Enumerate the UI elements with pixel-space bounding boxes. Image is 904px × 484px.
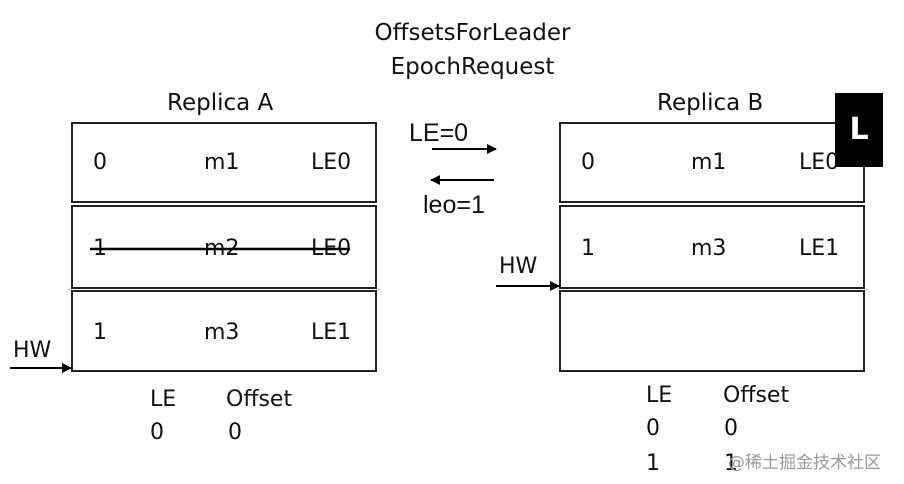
replica-b-row-1-message: m3: [691, 236, 727, 261]
replica-a-row-1: 1 m2 LE0: [71, 205, 377, 289]
replica-a-title: Replica A: [167, 90, 274, 116]
replica-a-row-0-offset: 0: [93, 150, 107, 175]
replica-a-row-0: 0 m1 LE0: [71, 122, 377, 203]
replica-b-row-0-message: m1: [691, 150, 727, 175]
replica-b-title: Replica B: [657, 90, 764, 116]
replica-a-hw-label: HW: [13, 338, 52, 363]
replica-a-cache-header-offset: Offset: [226, 387, 293, 412]
site-watermark: @稀土掘金技术社区: [728, 453, 881, 473]
replica-a-row-0-epoch: LE0: [311, 150, 352, 175]
replica-b-cache-row-1-le: 1: [646, 451, 660, 476]
replica-a-cache-row-0-offset: 0: [228, 420, 242, 445]
replica-b-row-1-offset: 1: [581, 236, 595, 261]
replica-a-cache-row-0-le: 0: [150, 420, 164, 445]
request-title: OffsetsForLeader EpochRequest: [330, 16, 615, 84]
replica-a-cache-header-le: LE: [150, 387, 177, 412]
request-title-line1: OffsetsForLeader: [374, 20, 571, 46]
replica-a-row-2-message: m3: [204, 320, 240, 345]
leo-response-label: leo=1: [423, 191, 485, 219]
replica-b-cache-header-offset: Offset: [723, 383, 790, 408]
replica-a-row-2: 1 m3 LE1: [71, 290, 377, 372]
replica-b-row-1: 1 m3 LE1: [559, 205, 865, 289]
replica-a-row-2-offset: 1: [93, 320, 107, 345]
replica-b-row-0: 0 m1 LE0: [559, 122, 865, 203]
replica-b-row-0-offset: 0: [581, 150, 595, 175]
replica-b-cache-header-le: LE: [646, 383, 673, 408]
replica-b-row-2: [559, 290, 865, 372]
replica-b-cache-row-0-offset: 0: [724, 416, 738, 441]
replica-b-cache-row-0-le: 0: [646, 416, 660, 441]
leader-epoch-request-label: LE=0: [409, 119, 469, 147]
replica-b-row-1-epoch: LE1: [799, 236, 840, 261]
replica-a-row-0-message: m1: [204, 150, 240, 175]
replica-b-row-0-epoch: LE0: [799, 150, 840, 175]
request-title-line2: EpochRequest: [390, 54, 555, 80]
replica-a-row-2-epoch: LE1: [311, 320, 352, 345]
replica-b-cache-row-1-offset: 1: [724, 451, 738, 476]
leader-badge: L: [835, 93, 883, 167]
replica-b-hw-label: HW: [499, 254, 538, 279]
